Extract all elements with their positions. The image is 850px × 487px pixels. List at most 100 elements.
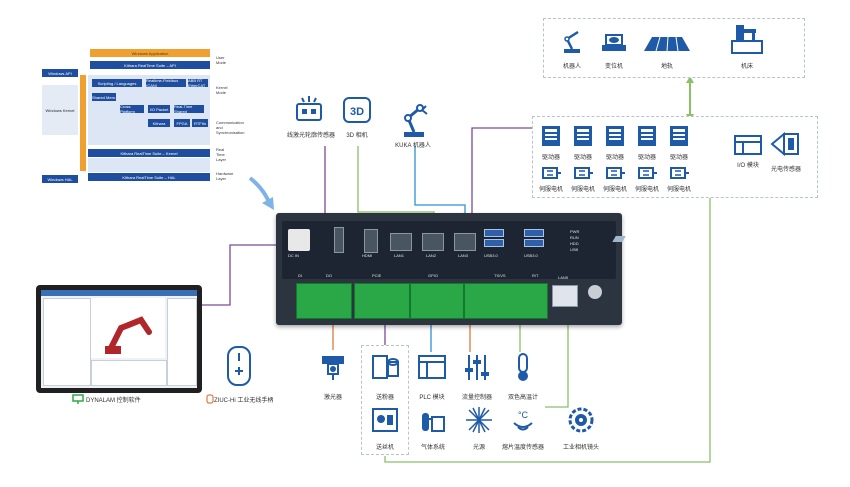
software-left-panel [43, 298, 91, 386]
drive-label: 驱动器 [541, 155, 560, 161]
architecture-diagram: Windows Application Kithara RealTime Sui… [40, 45, 244, 190]
terminal-label: DI [298, 273, 302, 278]
handheld-label: ZIUC-Hi 工业无线手柄 [214, 398, 274, 404]
drive-label: 驱动器 [605, 155, 624, 161]
lan-port-3 [454, 233, 476, 251]
terminal-label: GPIO [428, 273, 439, 278]
light-source-icon [466, 407, 492, 433]
powder-feeder-label: 送粉器 [375, 395, 394, 401]
machine-tool-icon [731, 25, 763, 54]
software-3d-view [91, 298, 165, 358]
led-label: USB [570, 247, 579, 252]
feeder-group [361, 345, 409, 455]
light-source-label: 光源 [472, 445, 485, 451]
servo-motor-icon [638, 167, 657, 179]
drive-label: 驱动器 [669, 155, 688, 161]
lan-label: LAN2 [426, 253, 437, 258]
terminal-label: DO [326, 273, 332, 278]
servo-motor-icon [670, 167, 689, 179]
robot-label: 机器人 [562, 64, 581, 70]
arch-module: Realtime-Fieldbus (CAN) [146, 78, 186, 88]
pyrometer-label: 双色高温计 [507, 395, 538, 401]
servo-motor-label: 伺服电机 [634, 187, 659, 193]
arch-module: Real-Time Shared [174, 104, 204, 114]
software-label: DYNALAM 控制软件 [86, 398, 141, 404]
arch-side-label: Real Time Layer [216, 147, 227, 162]
terminal-block [296, 283, 352, 319]
svg-text:°C: °C [518, 410, 529, 420]
wire-feeder-icon [372, 408, 398, 432]
handheld-small-icon [206, 394, 214, 404]
servo-motor-icon [574, 167, 593, 179]
flow-controller-icon [465, 355, 489, 380]
drive-icon [542, 126, 560, 146]
wire-drives [471, 127, 540, 236]
arch-module-area: Scripting / Languages Realtime-Fieldbus … [88, 75, 210, 145]
top-right-group: 机器人 变位机 地轨 机床 [543, 18, 805, 78]
positioner-label: 变位机 [604, 64, 623, 70]
hdmi-port [364, 229, 378, 253]
positioner-icon [602, 34, 626, 51]
arch-vertical-bar [80, 75, 86, 171]
lan5-label: LAN5 [558, 275, 569, 280]
servo-motor-icon [542, 167, 561, 179]
led-label: HDD [570, 241, 579, 246]
arch-side-label: Communication and Synchronisation [216, 120, 245, 135]
arch-module: Kithara [148, 119, 170, 127]
arch-api-bar: Kithara RealTime Suite – API [90, 61, 210, 69]
ground-track-icon [644, 36, 690, 52]
arch-side-label: Kernel Mode [216, 85, 228, 95]
slot-port [334, 227, 344, 253]
usb-label: USB3.0 [484, 253, 498, 258]
3d-camera-label: 3D 相机 [346, 133, 368, 139]
arch-module: Cross Platform [120, 104, 144, 114]
software-screen [41, 290, 197, 388]
lan-label: LAN1 [394, 253, 405, 258]
arch-module: ABB RT EtherCAT [188, 78, 208, 88]
drive-icon [670, 126, 688, 146]
arch-side-label: Hardware Layer [216, 171, 234, 181]
usb-label: USB3.0 [524, 253, 538, 258]
photo-sensor-label: 光电传感器 [770, 167, 801, 173]
monitor-small-icon [72, 394, 84, 404]
terminal-label: TS/VS [494, 273, 506, 278]
plc-module-label: PLC 模块 [419, 395, 445, 401]
machine-tool-label: 机床 [740, 64, 753, 70]
arch-module: Scripting / Languages [92, 79, 142, 87]
usb-port [524, 229, 544, 237]
arch-module: Shared Mem. [92, 93, 117, 101]
usb-port [484, 229, 504, 237]
drive-icon [574, 126, 592, 146]
robot-arm-icon [404, 104, 428, 137]
controller-device: DC IN HDMI LAN1 LAN2 LAN3 USB3.0 USB3.0 … [276, 213, 622, 325]
laser-sensor-label: 线激光轮廓传感器 [286, 133, 335, 139]
wire-feeder-label: 送丝机 [375, 445, 394, 451]
laser-head-label: 激光器 [323, 395, 342, 401]
3d-camera-icon: 3D [343, 97, 371, 123]
camera-lens-label: 工业相机镜头 [562, 445, 599, 451]
handheld-icon [227, 346, 251, 386]
arch-windows-hal: Windows HAL [42, 175, 78, 183]
drive-label: 驱动器 [573, 155, 592, 161]
terminal-block [464, 283, 548, 319]
servo-motor-label: 伺服电机 [570, 187, 595, 193]
software-right-panel [167, 298, 197, 386]
lan-port-2 [422, 233, 444, 251]
hdmi-label: HDMI [362, 253, 373, 258]
lan-port-1 [390, 233, 412, 251]
pyrometer-icon [518, 353, 528, 381]
power-connector [288, 229, 310, 251]
led-label: PWR [570, 229, 580, 234]
arch-module: FPGA [174, 119, 190, 127]
arch-top-bar: Windows Application [90, 49, 210, 57]
lan-label: LAN3 [458, 253, 469, 258]
arch-driver-row [88, 158, 210, 172]
photo-sensor-icon [770, 131, 799, 157]
kuka-robot-label: KUKA 机器人 [395, 143, 431, 149]
robot-arm-icon [564, 30, 580, 53]
usb-port [524, 239, 544, 247]
drive-label: 驱动器 [637, 155, 656, 161]
gas-system-icon [422, 413, 445, 432]
lan5-port [552, 285, 578, 307]
drive-icon [606, 126, 624, 146]
